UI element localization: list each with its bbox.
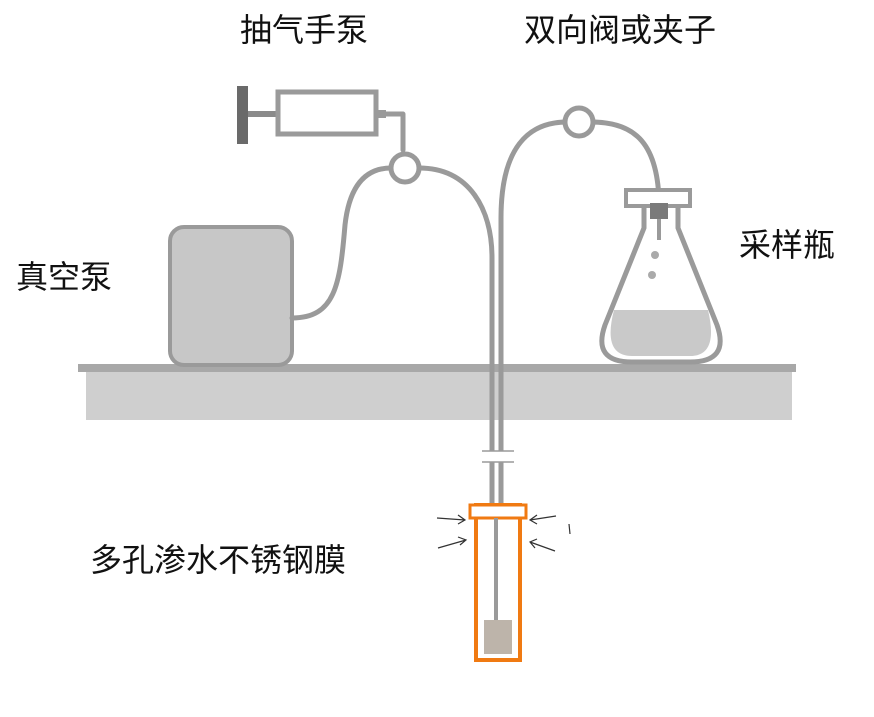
right-probe-tube <box>498 119 570 508</box>
flask-liquid <box>610 310 712 356</box>
tube-break <box>480 450 516 463</box>
hand-pump-rod <box>248 111 278 117</box>
flask-bubble-2 <box>648 271 656 279</box>
two-way-valve-label: 双向阀或夹子 <box>524 11 717 49</box>
membrane-cap <box>468 503 528 520</box>
arrow-left-top <box>436 514 467 525</box>
porous-membrane-label: 多孔渗水不锈钢膜 <box>90 541 347 579</box>
arrow-right-bottom <box>529 538 556 552</box>
tubing <box>289 111 662 508</box>
left-probe-tube <box>416 165 495 508</box>
vacuum-pump-body <box>168 225 294 367</box>
hand-pump-nozzle <box>376 110 386 118</box>
vacuum-pump-tube <box>289 165 394 321</box>
vacuum-pump-label: 真空泵 <box>16 258 113 296</box>
sampling-bottle-label: 采样瓶 <box>739 226 836 264</box>
flask-outline <box>599 204 723 365</box>
flask-stopper-plug <box>650 203 668 219</box>
hand-pump <box>237 86 386 144</box>
ground-soil <box>86 372 792 420</box>
arrow-left-bottom <box>437 536 468 549</box>
tube-break-gap <box>480 451 516 462</box>
two-way-valve-icon <box>562 105 596 139</box>
three-way-valve <box>388 151 422 185</box>
hand-pump-tube <box>383 111 406 153</box>
porous-membrane-probe <box>468 503 528 662</box>
ground-surface-line <box>78 364 796 372</box>
hand-pump-handle <box>237 86 248 144</box>
arrow-tick-mark <box>568 523 571 535</box>
sampling-flask <box>599 188 723 365</box>
ground <box>78 364 796 420</box>
water-inflow-arrows <box>436 514 571 552</box>
arrow-right-top <box>528 514 557 525</box>
flask-bubble-1 <box>651 251 659 259</box>
hand-pump-cylinder <box>275 89 379 137</box>
bottle-tube <box>588 119 662 203</box>
hand-pump-label: 抽气手泵 <box>240 11 369 49</box>
probe-water-sample <box>484 620 512 654</box>
